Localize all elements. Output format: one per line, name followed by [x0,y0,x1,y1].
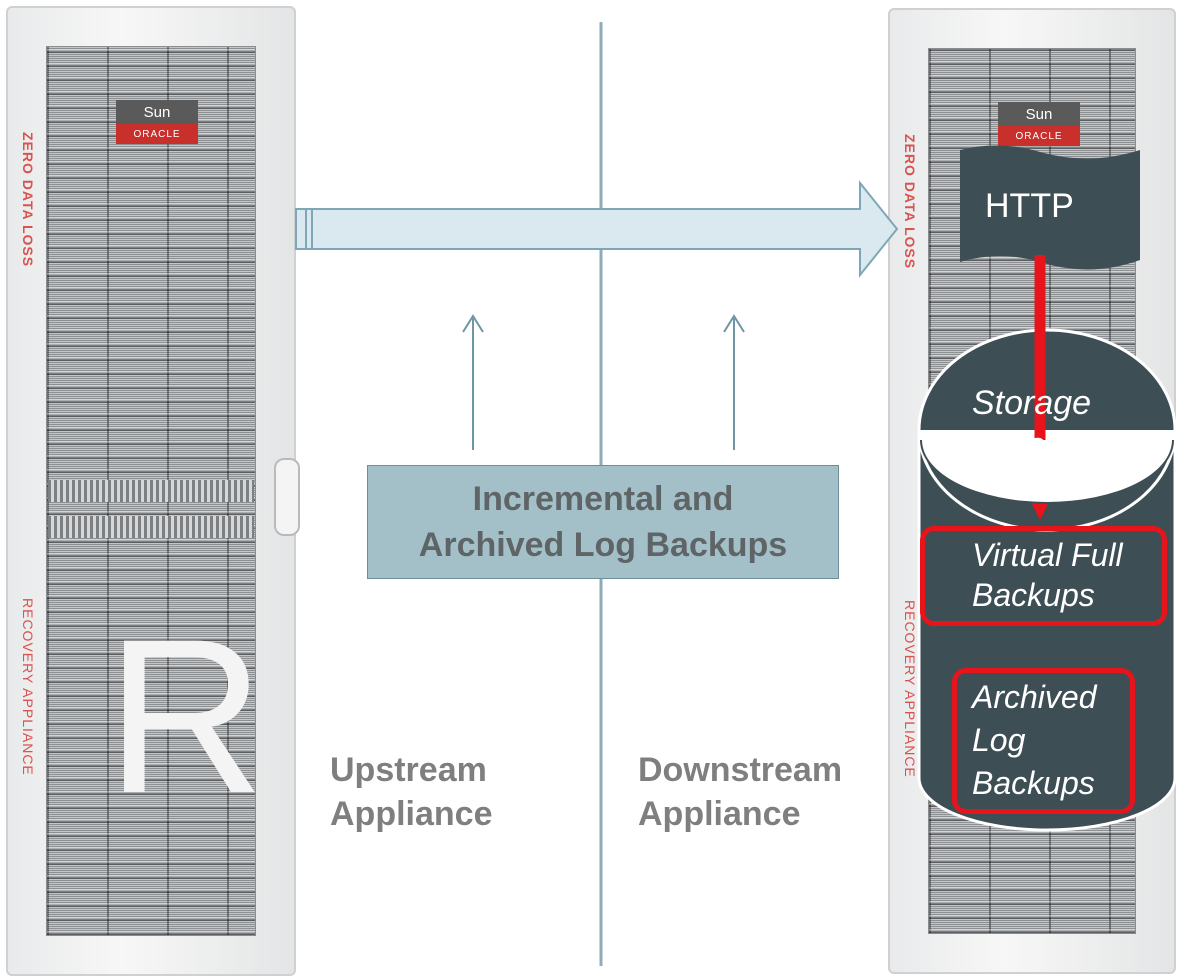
storage-line-1: Storage [972,384,1092,422]
rack-band [48,516,254,538]
side-label-zero-data-loss: ZERO DATA LOSS [20,132,36,268]
virtual-line-2: Backups [972,577,1095,613]
upstream-label-line-1: Upstream [330,751,487,789]
replication-arrow [295,180,899,278]
side-label-recovery-appliance: RECOVERY APPLIANCE [20,598,36,776]
downstream-appliance-label: Downstream Appliance [638,748,842,836]
side-label-zero-data-loss: ZERO DATA LOSS [902,134,918,270]
brand-logo: Sun ORACLE [116,100,198,146]
side-label-recovery-appliance: RECOVERY APPLIANCE [902,600,918,778]
sun-logo: Sun [998,102,1080,126]
archived-line-2: Log [972,722,1026,758]
archived-line-1: Archived [972,679,1097,715]
storage-location-label: Storage Location [972,382,1101,466]
recovery-appliance-logo: R [106,593,265,839]
virtual-line-1: Virtual Full [972,537,1123,573]
backup-type-callout: Incremental and Archived Log Backups [367,465,839,579]
oracle-logo: ORACLE [998,126,1080,146]
downstream-label-line-2: Appliance [638,795,801,833]
brand-logo: Sun ORACLE [998,102,1080,148]
sun-logo: Sun [116,100,198,124]
storage-line-2: Location [972,426,1101,464]
upstream-appliance-label: Upstream Appliance [330,748,492,836]
upstream-rack: Sun ORACLE ZERO DATA LOSS RECOVERY APPLI… [6,6,300,976]
virtual-full-backups-box [920,526,1167,626]
up-arrow-icon [462,314,484,450]
upstream-label-line-2: Appliance [330,795,493,833]
http-banner [960,145,1140,270]
door-handle [274,458,300,536]
oracle-logo: ORACLE [116,124,198,144]
rack-band [48,480,254,502]
archived-line-3: Backups [972,765,1095,801]
callout-line-1: Incremental and [472,480,734,518]
up-arrow-icon [723,314,745,450]
archived-log-backups-box [952,668,1135,814]
virtual-full-backups-label: Virtual Full Backups [972,535,1123,615]
downstream-label-line-1: Downstream [638,751,843,789]
http-label: HTTP [985,187,1074,225]
callout-line-2: Archived Log Backups [418,526,788,564]
archived-log-backups-label: Archived Log Backups [972,676,1097,805]
